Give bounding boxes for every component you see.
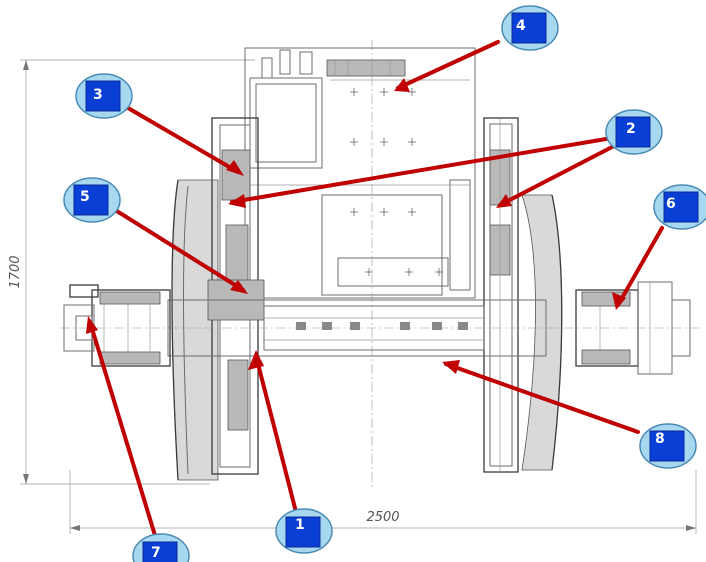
arrow-6 [616,226,664,307]
callout-7-label: 7 [151,545,161,561]
callout-arrows [86,40,664,544]
arrow-2a [230,136,614,204]
callout-5-label: 5 [80,189,90,205]
arrow-4 [396,40,500,90]
callout-3: 3 [75,73,133,119]
callout-1-label: 1 [295,517,305,533]
callout-1: 1 [275,508,333,554]
hole-markers [350,88,443,276]
dimension-horizontal: 2500 [69,470,697,534]
callout-5: 5 [63,177,121,223]
callout-8: 8 [639,423,697,469]
callout-6-label: 6 [666,196,676,212]
right-wheel [483,117,563,473]
left-axle-box [63,284,171,367]
dimension-height-label: 1700 [8,255,23,288]
callout-8-label: 8 [655,431,665,447]
callout-2-label: 2 [626,121,636,137]
arrow-8 [444,362,640,434]
arrow-2b [498,144,616,207]
upper-frame [244,40,476,490]
callout-6: 6 [653,184,706,230]
dimension-width-label: 2500 [366,510,399,525]
dimension-vertical: 1700 [8,59,255,485]
arrow-3 [126,106,240,174]
left-wheel [171,117,265,481]
callout-3-label: 3 [93,87,103,103]
callout-2: 2 [605,109,663,155]
callout-4: 4 [501,5,559,51]
callout-7: 7 [132,533,190,562]
arrow-1 [254,354,298,514]
axle [60,299,700,357]
top-plate [326,59,406,77]
callout-4-label: 4 [516,18,526,34]
arrow-5 [110,206,245,292]
arrow-7 [88,320,159,544]
